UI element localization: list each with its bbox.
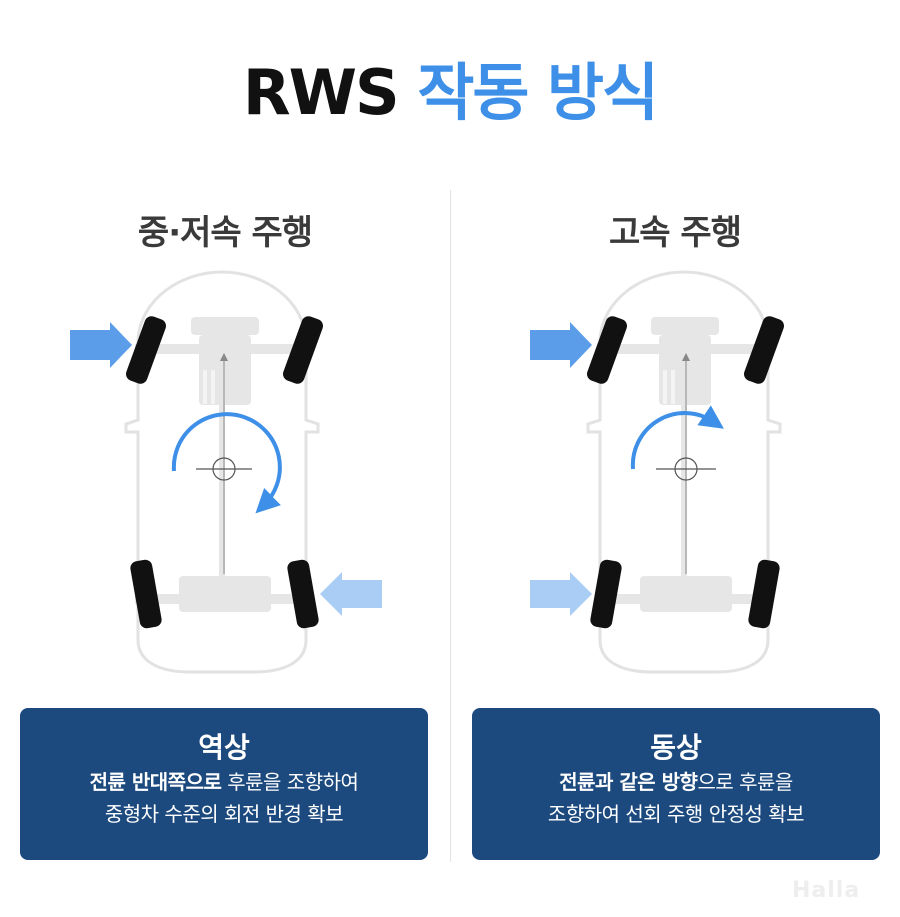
title-prefix: RWS <box>242 56 400 129</box>
mode-title: 역상 <box>198 731 250 764</box>
rotation-arrow-icon-low-speed <box>171 412 282 514</box>
push-arrow-icon-front <box>70 322 132 368</box>
tire-rear-right <box>287 559 319 629</box>
mode-desc-line2: 조향하여 선회 주행 안정성 확보 <box>547 802 805 826</box>
title-highlight: 작동 방식 <box>417 56 659 129</box>
car-chassis-icon-high-speed <box>586 270 782 674</box>
center-crosshair-icon-high-speed <box>656 457 716 481</box>
center-divider <box>450 190 451 862</box>
tire-front-left <box>126 316 166 384</box>
watermark-logo: Halla <box>792 878 861 903</box>
tire-front-right <box>744 316 784 384</box>
tire-front-left <box>587 316 627 384</box>
rotation-arrow-icon-high-speed <box>630 405 724 470</box>
mode-desc-line2: 중형차 수준의 회전 반경 확보 <box>104 802 344 826</box>
tire-rear-left <box>590 559 622 629</box>
mode-desc-rest: 후륜을 조향하여 <box>221 770 359 794</box>
tire-front-right <box>283 316 323 384</box>
mode-title: 동상 <box>650 731 702 764</box>
center-crosshair-icon-low-speed <box>196 457 252 481</box>
mode-desc-line1: 전륜과 같은 방향으로 후륜을 <box>472 766 880 798</box>
mode-desc-bold: 전륜 반대쪽으로 <box>89 770 222 794</box>
tire-rear-right <box>748 559 780 629</box>
mode-card-same-phase: 동상 전륜과 같은 방향으로 후륜을 조향하여 선회 주행 안정성 확보 <box>472 708 880 860</box>
tire-rear-left <box>130 559 162 629</box>
panel-heading-high-speed: 고속 주행 <box>609 213 742 253</box>
push-arrow-icon-front <box>530 322 592 368</box>
mode-desc-line1: 전륜 반대쪽으로 후륜을 조향하여 <box>20 766 428 798</box>
push-arrow-icon-rear <box>320 572 382 616</box>
panel-heading-low-speed: 중·저속 주행 <box>137 213 313 253</box>
mode-card-reverse-phase: 역상 전륜 반대쪽으로 후륜을 조향하여 중형차 수준의 회전 반경 확보 <box>20 708 428 860</box>
mode-desc-rest: 으로 후륜을 <box>697 770 793 794</box>
push-arrow-icon-rear <box>530 572 592 616</box>
mode-desc-bold: 전륜과 같은 방향 <box>559 770 698 794</box>
car-chassis-icon-low-speed <box>124 270 320 674</box>
page-title: RWS 작동 방식 <box>0 62 900 124</box>
